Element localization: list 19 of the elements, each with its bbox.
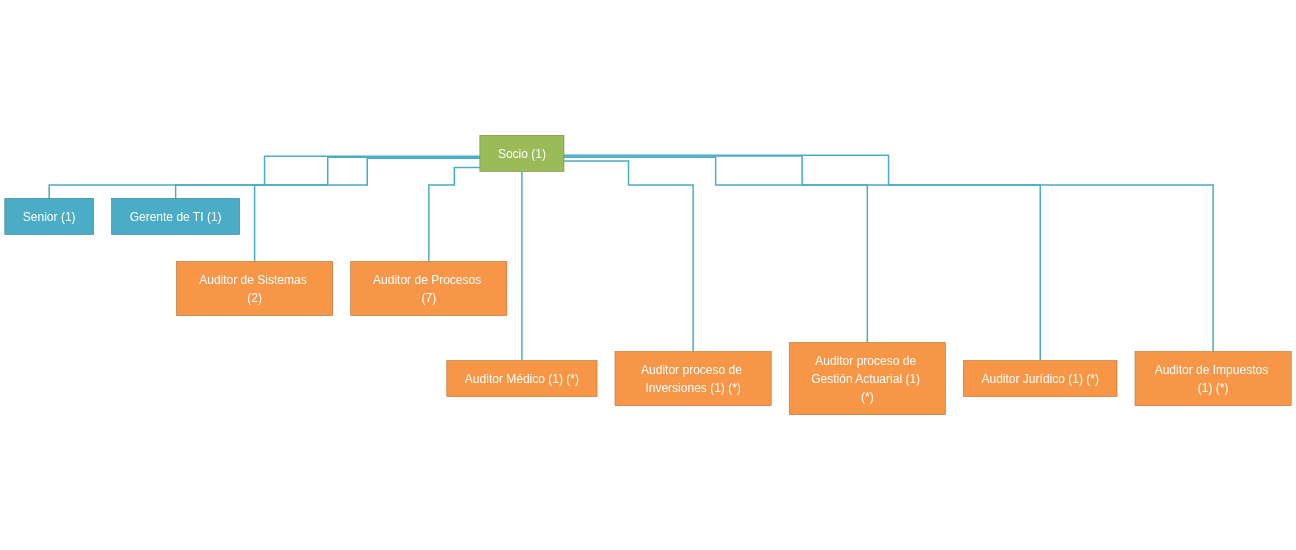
connector <box>428 166 481 263</box>
node-box: Auditor proceso de Inversiones (1) (*) <box>614 351 772 406</box>
node-box: Auditor Jurídico (1) (*) <box>963 360 1118 397</box>
connector <box>253 157 481 263</box>
node-box: Senior (1) <box>4 198 94 235</box>
connector <box>563 154 1214 353</box>
connector <box>563 156 869 344</box>
connector <box>48 155 481 200</box>
node-box: Auditor proceso de Gestión Actuarial (1) (*) <box>788 342 946 415</box>
connector <box>563 155 1041 362</box>
connector <box>521 170 523 362</box>
connector <box>563 160 694 353</box>
node-box: Auditor de Procesos (7) <box>350 261 508 316</box>
connector <box>174 156 481 200</box>
node-box: Socio (1) <box>479 135 565 172</box>
node-box: Auditor de Impuestos (1) (*) <box>1134 351 1292 406</box>
node-box: Gerente de TI (1) <box>111 198 240 235</box>
node-box: Auditor de Sistemas (2) <box>176 261 333 316</box>
node-box: Auditor Médico (1) (*) <box>446 360 598 397</box>
